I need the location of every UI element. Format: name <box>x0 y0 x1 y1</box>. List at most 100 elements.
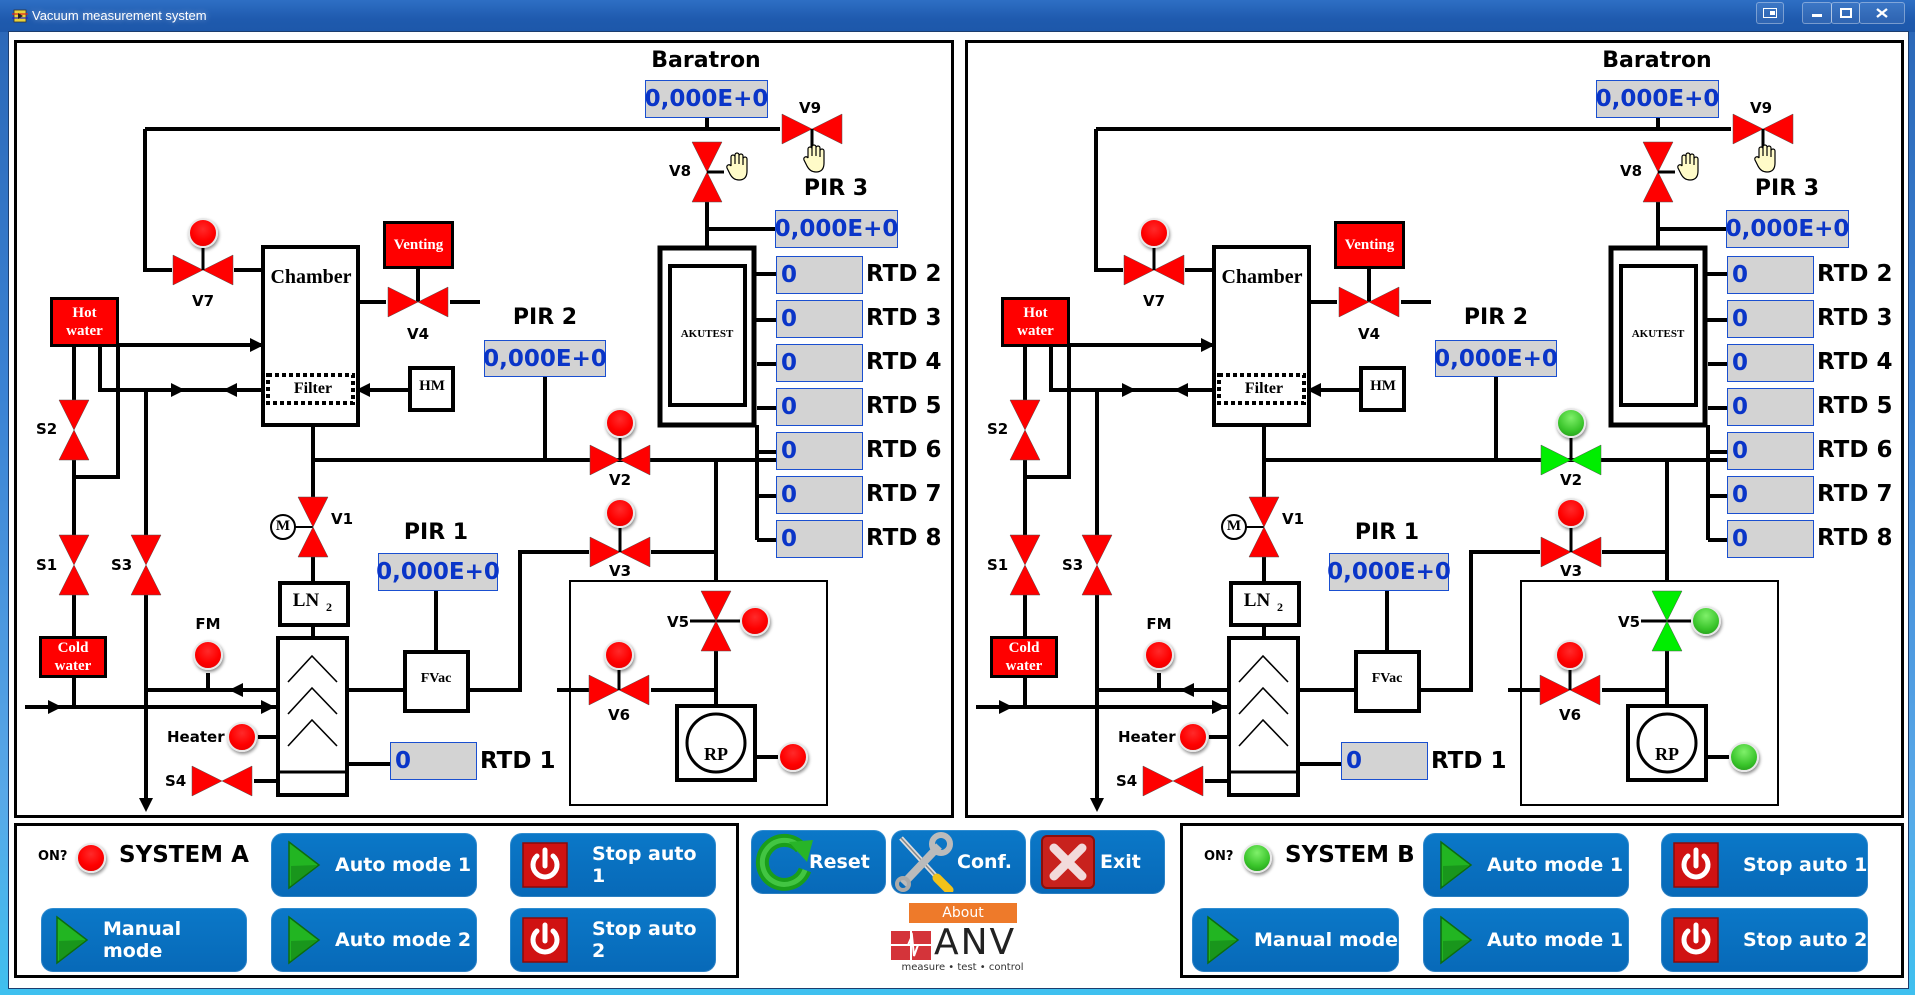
manual-hand-icon[interactable] <box>726 152 748 181</box>
valve-triangle-icon <box>1142 765 1174 797</box>
exit-label: Exit <box>1100 851 1141 873</box>
valve-v6[interactable] <box>1539 674 1601 706</box>
reset-button[interactable]: Reset <box>751 830 886 894</box>
v2-indicator-led[interactable] <box>1556 408 1586 438</box>
v6-label: V6 <box>607 706 631 724</box>
valve-s1[interactable] <box>58 534 90 596</box>
rtd-readout: 0 <box>1727 432 1814 470</box>
rtd-readout: 0 <box>1727 476 1814 514</box>
valve-v7[interactable] <box>172 254 234 286</box>
rp-label: RP <box>704 744 728 764</box>
fm-indicator-led[interactable] <box>193 640 223 670</box>
auto-mode-1-button[interactable]: Auto mode 1 <box>1423 833 1629 897</box>
v5-indicator-led[interactable] <box>1691 606 1721 636</box>
conf-button[interactable]: Conf. <box>891 830 1026 894</box>
valve-v9[interactable] <box>1732 113 1794 145</box>
maximize-button[interactable] <box>1831 2 1860 24</box>
heater-label: Heater <box>167 728 225 746</box>
rp-indicator-led[interactable] <box>1729 742 1759 772</box>
valve-s2[interactable] <box>58 399 90 461</box>
close-button[interactable] <box>1859 2 1905 24</box>
v3-indicator-led[interactable] <box>1556 498 1586 528</box>
manual-hand-icon[interactable] <box>1677 152 1699 181</box>
manual-hand-icon[interactable] <box>803 144 825 173</box>
valve-v7[interactable] <box>1123 254 1185 286</box>
auto-mode-2-button[interactable]: Auto mode 1 <box>1423 908 1629 972</box>
valve-triangle-icon <box>1570 444 1602 476</box>
valve-triangle-icon <box>1540 536 1572 568</box>
hot-water-label-1: Hot <box>72 305 97 321</box>
valve-v2[interactable] <box>1540 444 1602 476</box>
rp-indicator-led[interactable] <box>778 742 808 772</box>
pir1-label: PIR 1 <box>1354 520 1420 545</box>
v9-label: V9 <box>1749 99 1773 117</box>
rtd-label: RTD 4 <box>866 349 942 375</box>
v7-indicator-led[interactable] <box>188 218 218 248</box>
v1-label: V1 <box>1282 510 1305 528</box>
rtd-label: RTD 8 <box>866 525 942 551</box>
valve-v1[interactable] <box>297 496 329 558</box>
valve-v8[interactable] <box>1642 141 1674 203</box>
manual-mode-button[interactable]: Manual mode <box>41 908 247 972</box>
valve-s4[interactable] <box>191 765 253 797</box>
chamber-label: Chamber <box>270 266 352 288</box>
v6-indicator-led[interactable] <box>604 640 634 670</box>
stop-auto-1-button[interactable]: Stop auto 1 <box>510 833 716 897</box>
v5-indicator-led[interactable] <box>740 606 770 636</box>
play-icon <box>288 840 321 890</box>
power-icon <box>1673 917 1719 963</box>
exit-button[interactable]: Exit <box>1030 830 1165 894</box>
valve-triangle-icon <box>1248 526 1280 558</box>
valve-s2[interactable] <box>1009 399 1041 461</box>
valve-v8[interactable] <box>691 141 723 203</box>
manual-mode-button[interactable]: Manual mode <box>1192 908 1399 972</box>
valve-s3[interactable] <box>1081 534 1113 596</box>
valve-s3[interactable] <box>130 534 162 596</box>
valve-v3[interactable] <box>1540 536 1602 568</box>
venting-label: Venting <box>393 237 444 253</box>
valve-v6[interactable] <box>588 674 650 706</box>
snap-button[interactable] <box>1756 2 1784 24</box>
auto-mode-2-button[interactable]: Auto mode 2 <box>271 908 477 972</box>
stop-auto-1-button[interactable]: Stop auto 1 <box>1661 833 1868 897</box>
valve-v4[interactable] <box>387 286 449 318</box>
rtd-label: RTD 8 <box>1817 525 1893 551</box>
auto-mode-1-button[interactable]: Auto mode 1 <box>271 833 477 897</box>
fm-indicator-led[interactable] <box>1144 640 1174 670</box>
valve-s1[interactable] <box>1009 534 1041 596</box>
valve-v2[interactable] <box>589 444 651 476</box>
valve-triangle-icon <box>1642 141 1674 173</box>
heater-indicator-led[interactable] <box>227 722 257 752</box>
pir1-readout: 0,000E+0 <box>1327 553 1451 591</box>
v3-indicator-led[interactable] <box>605 498 635 528</box>
v3-label: V3 <box>1559 562 1583 580</box>
motor-label: M <box>275 518 291 534</box>
v2-indicator-led[interactable] <box>605 408 635 438</box>
v6-indicator-led[interactable] <box>1555 640 1585 670</box>
valve-triangle-icon <box>618 674 650 706</box>
power-icon <box>522 917 568 963</box>
valve-v9[interactable] <box>781 113 843 145</box>
valve-triangle-icon <box>58 564 90 596</box>
about-button[interactable]: About <box>909 903 1017 923</box>
power-icon <box>1673 842 1719 888</box>
reset-icon <box>755 833 813 891</box>
manual-hand-icon[interactable] <box>1754 144 1776 173</box>
v7-indicator-led[interactable] <box>1139 218 1169 248</box>
valve-s4[interactable] <box>1142 765 1204 797</box>
minimize-button[interactable] <box>1802 2 1832 24</box>
valve-v3[interactable] <box>589 536 651 568</box>
pir3-label: PIR 3 <box>803 176 869 201</box>
rtd-label: RTD 7 <box>1817 481 1893 507</box>
stop-auto-2-button[interactable]: Stop auto 2 <box>510 908 716 972</box>
cold-water-label-2: water <box>54 658 92 674</box>
valve-v4[interactable] <box>1338 286 1400 318</box>
valve-v5[interactable] <box>700 590 732 652</box>
stop-auto-2-button[interactable]: Stop auto 2 <box>1661 908 1868 972</box>
valve-v1[interactable] <box>1248 496 1280 558</box>
valve-triangle-icon <box>589 444 621 476</box>
heater-indicator-led[interactable] <box>1178 722 1208 752</box>
valve-v5[interactable] <box>1651 590 1683 652</box>
ln2-label: LN <box>1243 590 1271 611</box>
